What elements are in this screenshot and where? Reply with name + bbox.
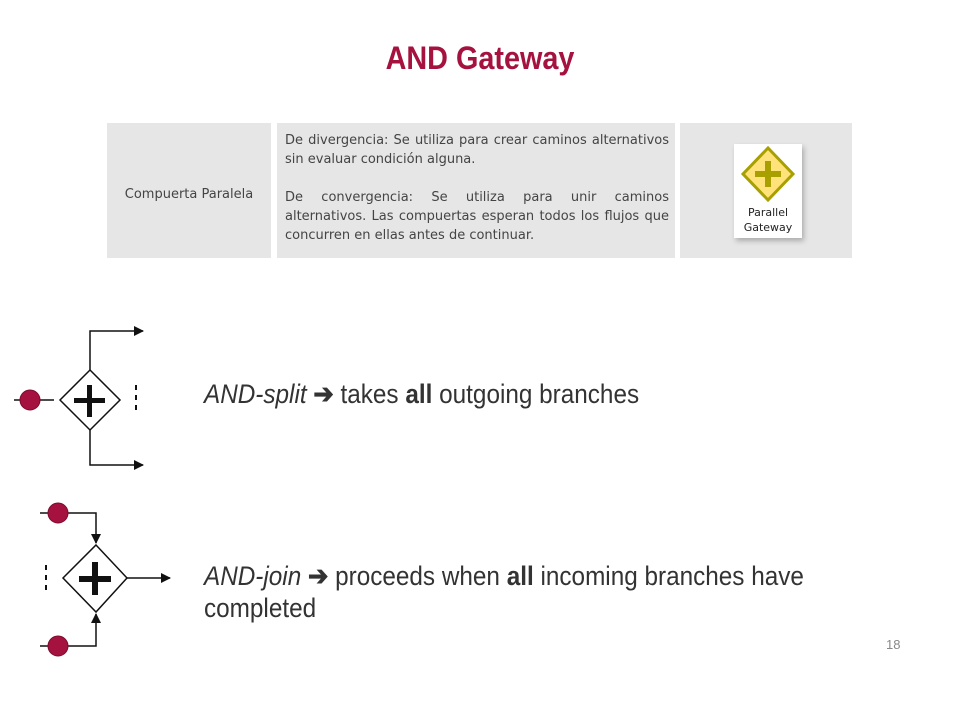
split-plus-horizontal <box>74 398 105 403</box>
split-arrow-icon: ➔ <box>313 379 334 409</box>
join-incoming-flow-bottom <box>40 613 101 647</box>
join-text-after: incoming branches have <box>540 561 804 591</box>
and-split-diagram <box>14 326 144 470</box>
table-cell-icon: Parallel Gateway <box>680 123 852 258</box>
slide-title: AND Gateway <box>385 40 575 76</box>
join-caption-line2: completed <box>204 593 317 623</box>
and-join-diagram <box>40 502 171 657</box>
join-keyword: AND-join <box>204 561 302 591</box>
parallel-gateway-icon <box>740 145 796 203</box>
table-cell-description: De divergencia: Se utiliza para crear ca… <box>277 123 675 258</box>
parallel-gateway-label-line1: Parallel <box>747 206 789 219</box>
gateway-type-label: Compuerta Paralela <box>124 187 254 202</box>
and-join-caption: AND-join ➔ proceeds when all incoming br… <box>204 560 804 624</box>
and-split-caption: AND-split ➔ takes all outgoing branches <box>204 378 639 410</box>
join-plus-horizontal <box>79 576 111 582</box>
split-outgoing-flow-top <box>89 326 144 370</box>
split-text-before: takes <box>340 379 399 409</box>
join-incoming-flow-top <box>40 512 101 544</box>
join-text-before: proceeds when <box>335 561 500 591</box>
parallel-gateway-tool-card: Parallel Gateway <box>734 144 802 238</box>
join-event-node-top <box>47 502 69 524</box>
join-event-node-bottom <box>47 635 69 657</box>
convergence-description: De convergencia: Se utiliza para unir ca… <box>285 190 669 243</box>
table-cell-label: Compuerta Paralela <box>107 123 271 258</box>
split-emphasis: all <box>405 379 433 409</box>
join-arrow-icon: ➔ <box>307 561 329 591</box>
split-event-node <box>19 389 41 411</box>
split-outgoing-flow-bottom <box>89 430 144 470</box>
divergence-description: De divergencia: Se utiliza para crear ca… <box>285 133 669 167</box>
split-keyword: AND-split <box>204 379 307 409</box>
parallel-gateway-label-line2: Gateway <box>743 221 793 234</box>
split-text-after: outgoing branches <box>439 379 640 409</box>
join-emphasis: all <box>506 561 534 591</box>
page-number: 18 <box>886 637 901 652</box>
